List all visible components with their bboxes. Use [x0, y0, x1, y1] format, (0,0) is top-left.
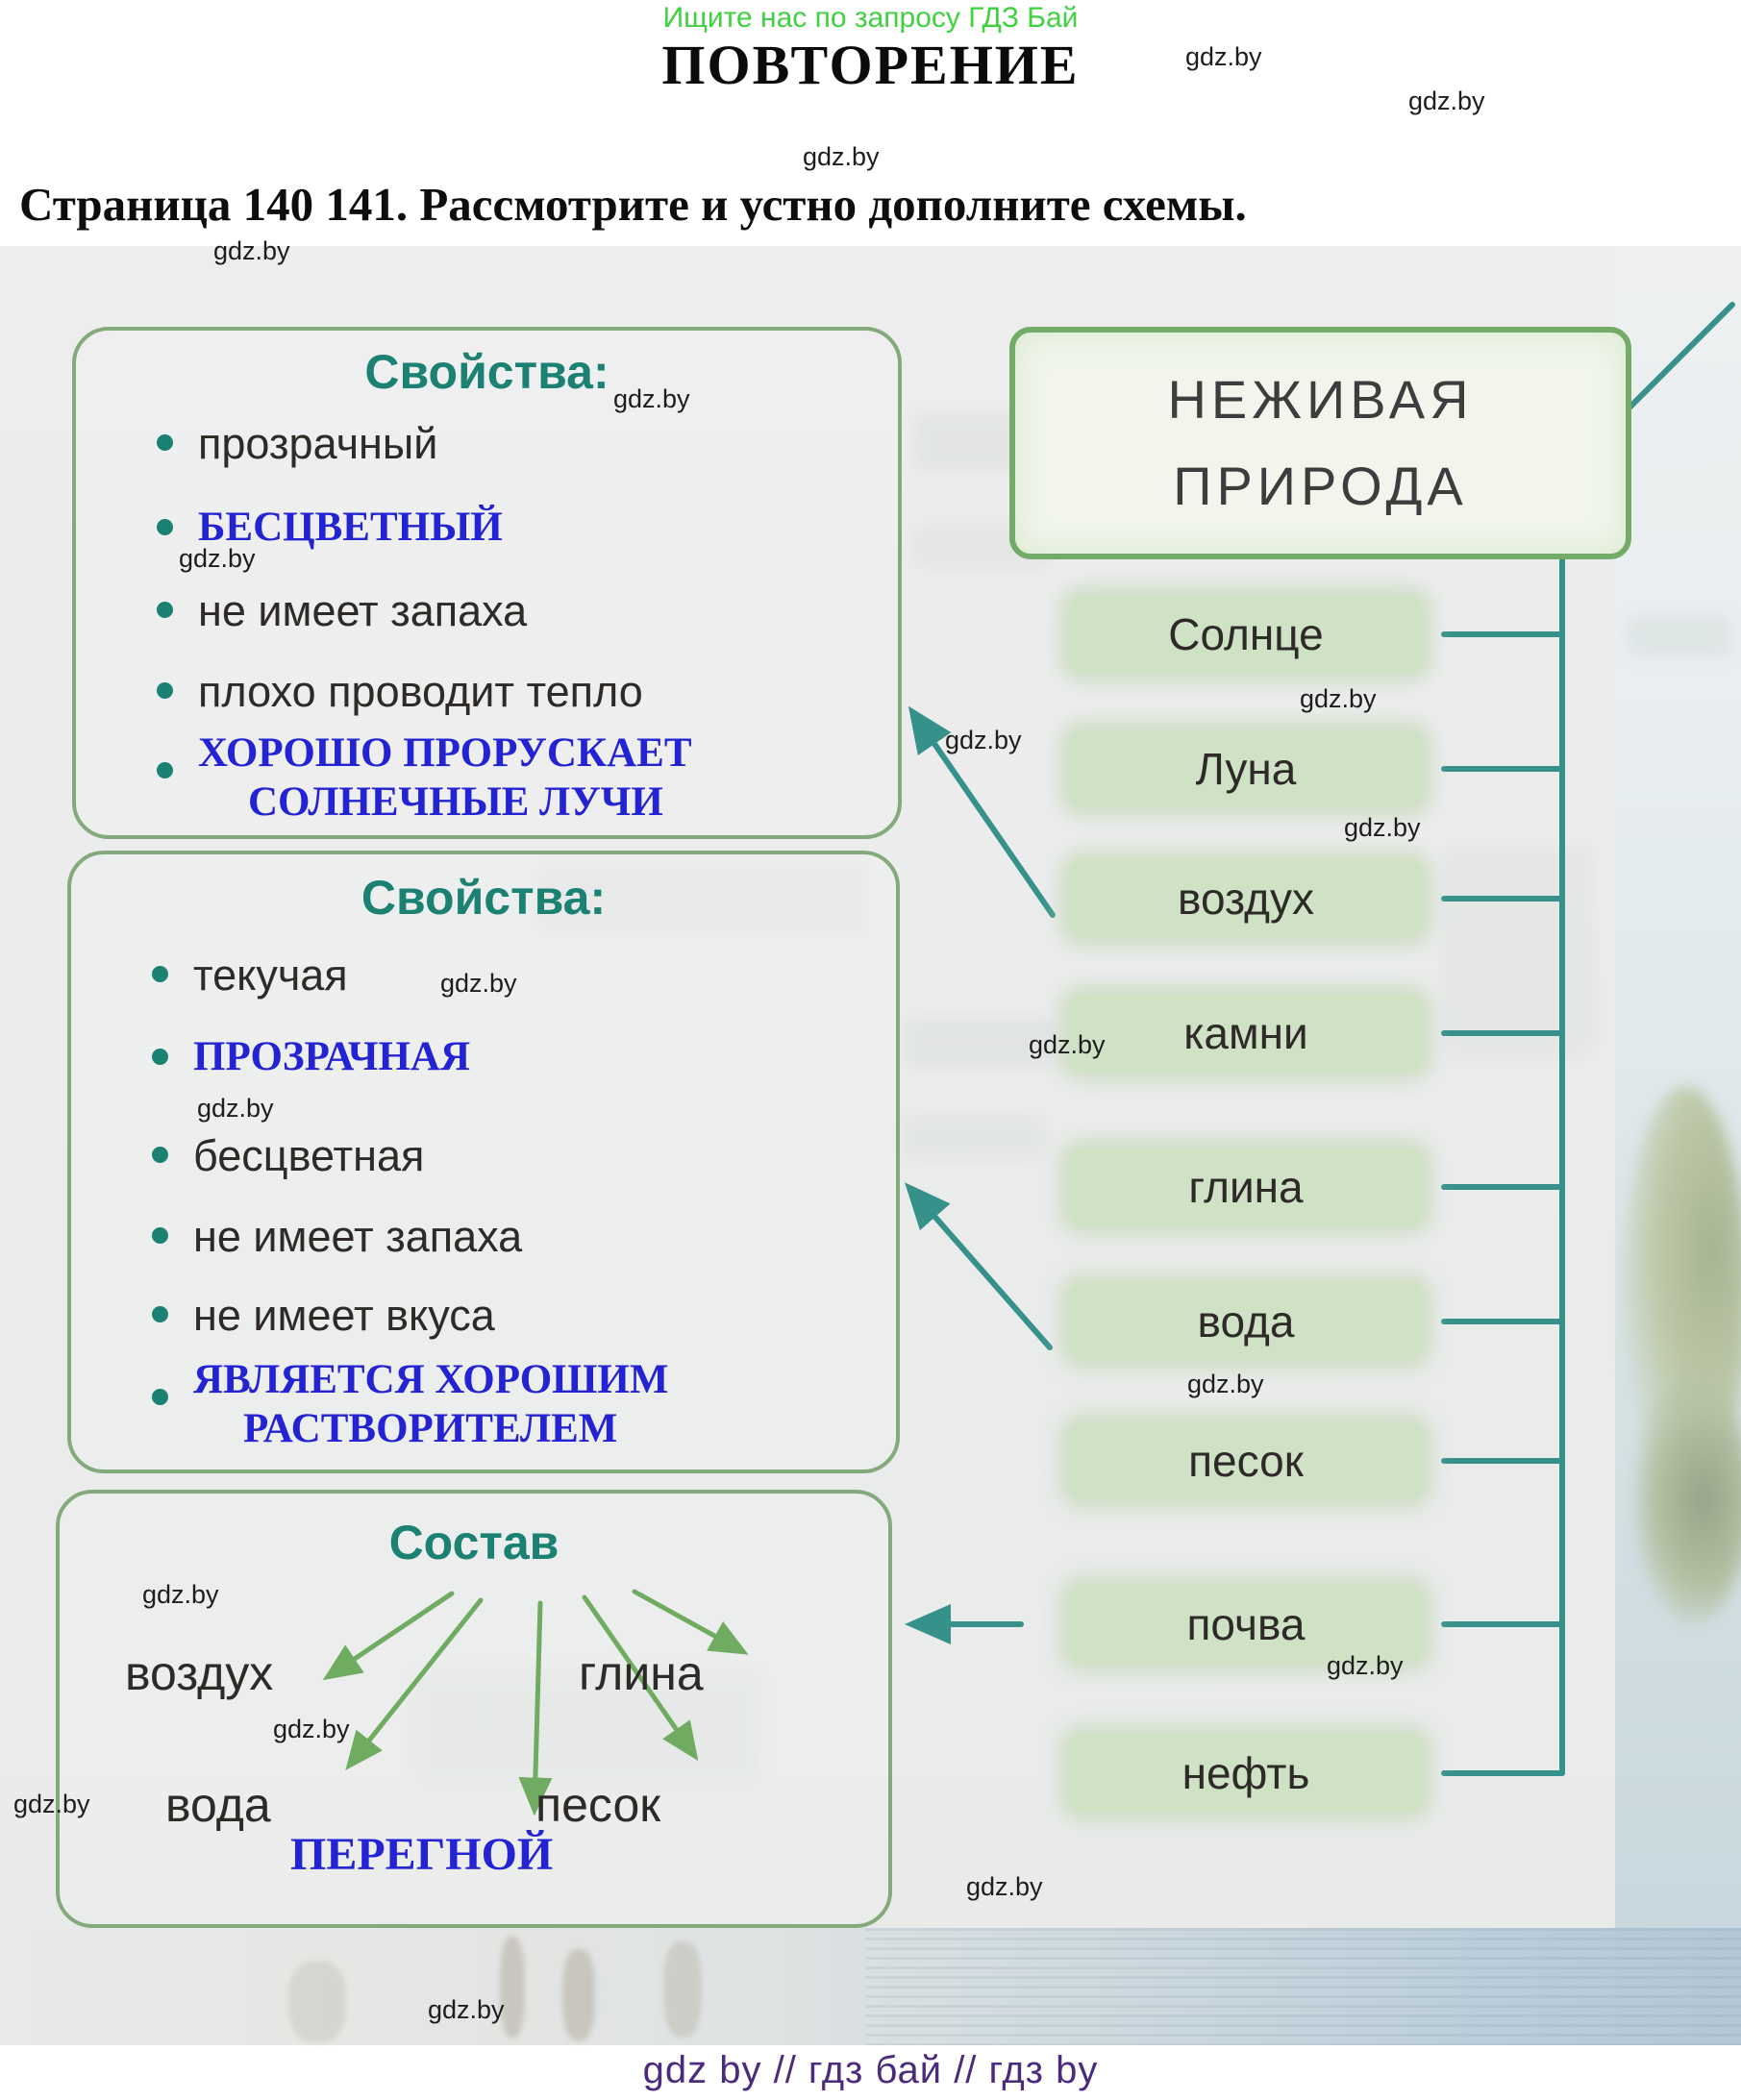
- soil-component-glina: глина: [579, 1646, 704, 1700]
- nature-item-voda: вода: [1069, 1283, 1423, 1360]
- gdz-watermark: gdz.by: [966, 1872, 1043, 1901]
- tree-photo-blob: [1634, 1374, 1741, 1624]
- bleedthrough-ghost: [906, 1019, 1059, 1067]
- soil-composition-box: Состав воздух глина вода песок ПЕРЕГНОЙ: [56, 1490, 892, 1928]
- bullet-dot-icon: [157, 519, 173, 535]
- footer-credits: gdz by // гдз бай // гдз by: [642, 2049, 1099, 2091]
- air-property-label: прозрачный: [198, 419, 438, 468]
- photo-bottom-strip: [0, 1928, 1741, 2045]
- reed-silhouette: [663, 1941, 702, 2038]
- air-property-row: БЕСЦВЕТНЫЙ: [157, 504, 503, 553]
- air-property-row: не имеет запаха: [157, 586, 527, 636]
- gdz-watermark: gdz.by: [13, 1790, 90, 1818]
- bullet-dot-icon: [152, 1227, 168, 1244]
- gdz-watermark: gdz.by: [428, 1995, 505, 2024]
- nature-item-pochva: почва: [1069, 1586, 1423, 1663]
- inanimate-nature-title-line2: ПРИРОДА: [1173, 456, 1468, 516]
- air-property-label: не имеет запаха: [198, 586, 528, 635]
- gdz-watermark: gdz.by: [213, 236, 290, 265]
- water-property-row: ПРОЗРАЧНАЯ: [152, 1033, 470, 1082]
- water-property-label: бесцветная: [193, 1131, 425, 1180]
- gdz-watermark: gdz.by: [1185, 42, 1262, 71]
- bullet-dot-icon: [157, 602, 173, 618]
- air-properties-title: Свойства:: [364, 345, 609, 399]
- gdz-watermark: gdz.by: [1187, 1370, 1264, 1398]
- bleedthrough-ghost: [902, 1115, 1046, 1159]
- soil-composition-title: Состав: [388, 1516, 560, 1569]
- bullet-dot-icon: [152, 1389, 168, 1405]
- water-property-row: не имеет запаха: [152, 1212, 522, 1262]
- water-property-label: не имеет запаха: [193, 1212, 523, 1261]
- water-property-label: не имеет вкуса: [193, 1291, 495, 1340]
- nature-item-neft: нефть: [1069, 1735, 1423, 1812]
- bullet-dot-icon: [157, 762, 173, 778]
- nature-item-pesok: песок: [1069, 1422, 1423, 1499]
- nature-item-solnce: Солнце: [1069, 596, 1423, 673]
- nature-item-luna: Луна: [1069, 730, 1423, 807]
- gdz-watermark: gdz.by: [197, 1094, 274, 1123]
- gdz-watermark: gdz.by: [1029, 1030, 1106, 1059]
- gdz-watermark: gdz.by: [273, 1715, 350, 1743]
- air-property-answer: БЕСЦВЕТНЫЙ: [198, 505, 503, 550]
- water-ripples: [865, 1928, 1741, 2045]
- water-properties-title: Свойства:: [361, 871, 607, 925]
- nature-item-kamni: камни: [1069, 995, 1423, 1072]
- promo-banner: Ищите нас по запросу ГДЗ Бай: [662, 2, 1079, 34]
- nature-item-glina: глина: [1069, 1149, 1423, 1225]
- bullet-dot-icon: [157, 682, 173, 699]
- bullet-dot-icon: [152, 1306, 168, 1322]
- gdz-watermark: gdz.by: [803, 142, 880, 171]
- bleedthrough-ghost: [538, 865, 865, 932]
- gdz-watermark: gdz.by: [1408, 86, 1485, 115]
- page-title: ПОВТОРЕНИЕ: [661, 34, 1080, 96]
- bullet-dot-icon: [152, 966, 168, 982]
- soil-component-voda: вода: [165, 1778, 271, 1832]
- gdz-watermark: gdz.by: [945, 726, 1022, 754]
- air-property-row: ХОРОШО ПРОРУСКАЕТ СОЛНЕЧНЫЕ ЛУЧИ: [157, 729, 692, 827]
- water-property-row: не имеет вкуса: [152, 1291, 495, 1341]
- water-property-row: ЯВЛЯЕТСЯ ХОРОШИМ РАСТВОРИТЕЛЕМ: [152, 1356, 668, 1453]
- soil-component-answer: ПЕРЕГНОЙ: [290, 1829, 554, 1880]
- nature-item-vozduh: воздух: [1069, 860, 1423, 937]
- gdz-watermark: gdz.by: [142, 1580, 219, 1609]
- task-heading: Страница 140 141. Рассмотрите и устно до…: [19, 178, 1247, 231]
- air-property-row: прозрачный: [157, 419, 437, 469]
- air-property-answer: ХОРОШО ПРОРУСКАЕТ СОЛНЕЧНЫЕ ЛУЧИ: [198, 730, 692, 825]
- gdz-watermark: gdz.by: [179, 544, 256, 573]
- water-property-answer: ЯВЛЯЕТСЯ ХОРОШИМ РАСТВОРИТЕЛЕМ: [193, 1357, 669, 1451]
- bullet-dot-icon: [157, 434, 173, 451]
- reed-silhouette: [562, 1949, 595, 2040]
- gdz-watermark: gdz.by: [1344, 813, 1421, 842]
- gdz-watermark: gdz.by: [613, 384, 690, 413]
- inanimate-nature-title-line1: НЕЖИВАЯ: [1167, 369, 1474, 431]
- bleedthrough-ghost: [1442, 846, 1596, 1057]
- gdz-watermark: gdz.by: [1327, 1651, 1404, 1680]
- water-property-label: текучая: [193, 951, 348, 1000]
- reed-silhouette: [288, 1961, 346, 2042]
- soil-component-vozduh: воздух: [125, 1646, 274, 1700]
- water-property-answer: ПРОЗРАЧНАЯ: [193, 1034, 471, 1079]
- inanimate-nature-box: НЕЖИВАЯ ПРИРОДА: [1009, 327, 1631, 559]
- reed-silhouette: [500, 1937, 525, 2038]
- gdz-watermark: gdz.by: [1300, 684, 1377, 713]
- air-property-label: плохо проводит тепло: [198, 667, 643, 716]
- bullet-dot-icon: [152, 1147, 168, 1163]
- air-property-row: плохо проводит тепло: [157, 667, 643, 717]
- soil-component-pesok: песок: [535, 1778, 661, 1832]
- air-properties-box: Свойства: прозрачный БЕСЦВЕТНЫЙ не имеет…: [72, 327, 902, 839]
- bleedthrough-ghost: [1627, 615, 1732, 657]
- water-property-row: бесцветная: [152, 1131, 424, 1181]
- water-property-row: текучая: [152, 951, 348, 1001]
- bullet-dot-icon: [152, 1049, 168, 1065]
- gdz-watermark: gdz.by: [440, 969, 517, 998]
- water-properties-box: Свойства: текучая ПРОЗРАЧНАЯ бесцветная …: [67, 851, 900, 1473]
